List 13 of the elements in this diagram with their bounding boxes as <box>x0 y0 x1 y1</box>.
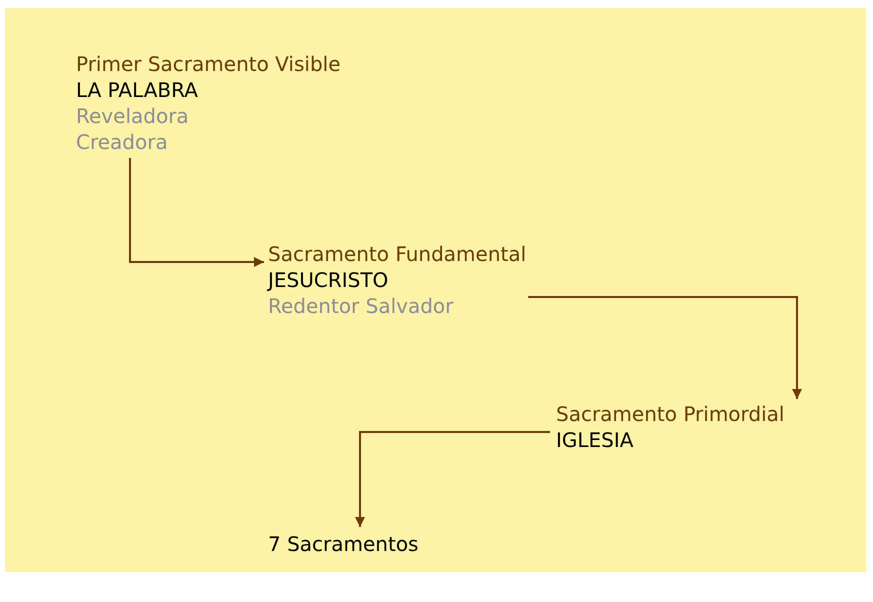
title-text: JESUCRISTO <box>268 267 390 293</box>
arrow <box>355 431 550 527</box>
attribute-text: Reveladora <box>76 103 190 129</box>
title-text: LA PALABRA <box>76 77 199 103</box>
attribute-text: Redentor Salvador <box>268 293 454 319</box>
attribute-text: Creadora <box>76 129 169 155</box>
title-text: IGLESIA <box>556 427 634 453</box>
arrow <box>129 158 264 267</box>
heading-text: Sacramento Primordial <box>556 401 784 427</box>
arrow <box>528 296 802 399</box>
heading-text: Sacramento Fundamental <box>268 241 526 267</box>
heading-text: Primer Sacramento Visible <box>76 51 341 77</box>
node-text: 7 Sacramentos <box>268 531 418 557</box>
